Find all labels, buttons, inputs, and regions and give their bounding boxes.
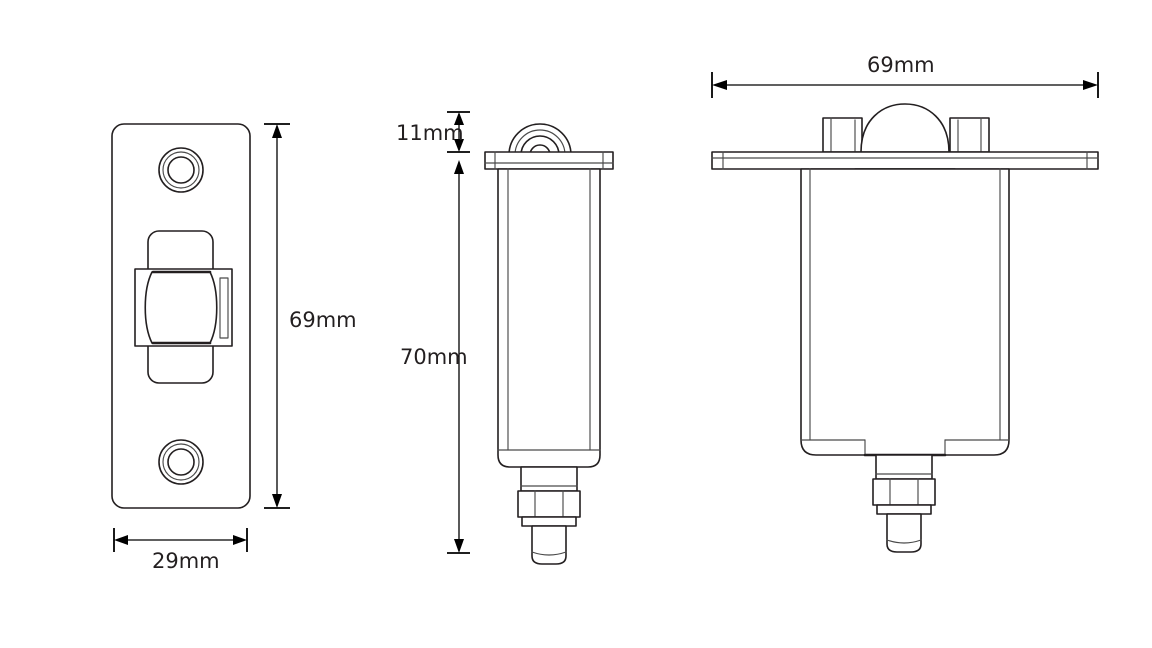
stem-shoulder bbox=[520, 466, 578, 492]
latch-body-end bbox=[800, 168, 1010, 457]
latch-body-outline bbox=[497, 168, 601, 468]
stem-washer bbox=[521, 516, 577, 527]
stem-washer-end bbox=[876, 504, 932, 515]
stem-hex-nut-end bbox=[872, 478, 936, 506]
arrowhead-down bbox=[272, 494, 282, 508]
dimension-body-length: 70mm bbox=[400, 160, 470, 554]
stem-hex-nut bbox=[517, 490, 581, 518]
latch-body-end-outline bbox=[800, 168, 1010, 456]
front-face-view: 69mm 29mm bbox=[111, 123, 357, 573]
dimension-label-body-length: 70mm bbox=[400, 345, 468, 369]
flange-plate-outline bbox=[711, 151, 1099, 170]
dimension-collar-height: 11mm bbox=[396, 111, 470, 153]
side-section-view: 11mm 70mm bbox=[396, 111, 614, 565]
arrowhead-down bbox=[454, 539, 464, 553]
mounting-flange-plate bbox=[711, 151, 1099, 170]
arrowhead-right bbox=[233, 535, 247, 545]
lower-stem-assembly-end bbox=[872, 454, 936, 553]
top-end-view: 69mm bbox=[711, 53, 1099, 553]
arrowhead-right bbox=[1083, 80, 1098, 90]
roller-aperture-assembly bbox=[134, 230, 233, 384]
roller-crown bbox=[860, 103, 950, 153]
retaining-block-right bbox=[949, 117, 990, 153]
dimension-label-collar-height: 11mm bbox=[396, 121, 464, 145]
arrowhead-left bbox=[114, 535, 128, 545]
stem-pin bbox=[531, 525, 567, 565]
arrowhead-up bbox=[454, 112, 464, 125]
dimension-label-faceplate-width: 29mm bbox=[152, 549, 220, 573]
dimension-label-plate-length: 69mm bbox=[867, 53, 935, 77]
collar-bar bbox=[484, 151, 614, 170]
arrowhead-down bbox=[454, 139, 464, 152]
lower-stem-assembly bbox=[517, 466, 581, 565]
arrowhead-up bbox=[272, 124, 282, 138]
retaining-block-left bbox=[822, 117, 863, 153]
latch-body bbox=[497, 168, 601, 468]
collar-bar-outline bbox=[484, 151, 614, 170]
dome-arc-mid bbox=[514, 129, 566, 156]
stem-pin-end bbox=[886, 513, 922, 553]
dimension-faceplate-width: 29mm bbox=[113, 528, 248, 573]
dimension-label-faceplate-height: 69mm bbox=[289, 308, 357, 332]
faceplate-screw-hole-top bbox=[158, 147, 204, 193]
dimension-faceplate-height: 69mm bbox=[264, 123, 357, 509]
arrowhead-up bbox=[454, 160, 464, 174]
dome-arc-outer bbox=[508, 123, 572, 156]
roller-barrel bbox=[144, 271, 218, 344]
faceplate-screw-hole-bottom bbox=[158, 439, 204, 485]
roller-dome-arcs bbox=[508, 123, 572, 156]
stem-shoulder-end bbox=[875, 454, 933, 480]
roller-bracket-shim bbox=[219, 277, 229, 339]
arrowhead-left bbox=[712, 80, 727, 90]
stem-pin-tip-line bbox=[531, 551, 567, 556]
dome-arc-inner bbox=[520, 135, 560, 156]
stem-pin-tip-line-end bbox=[886, 539, 922, 544]
dimension-plate-length: 69mm bbox=[711, 53, 1099, 98]
